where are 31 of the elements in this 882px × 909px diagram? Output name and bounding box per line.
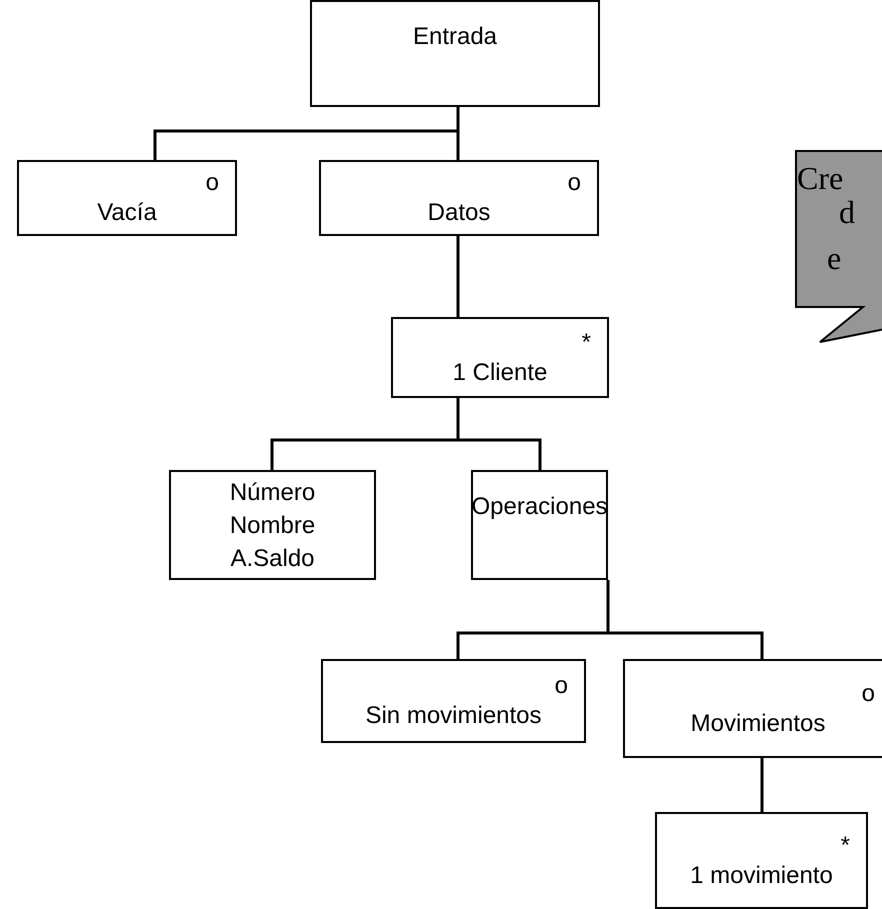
- node-label: Número: [230, 478, 316, 508]
- node-label: Entrada: [412, 22, 498, 52]
- process-box: [321, 659, 586, 743]
- process-box: [169, 470, 376, 580]
- node-label: A.Saldo: [230, 544, 315, 574]
- node-label: o: [554, 671, 569, 701]
- process-box: [319, 160, 599, 236]
- node-label: Vacía: [97, 198, 157, 228]
- connector-line: [456, 236, 460, 317]
- process-box: [310, 0, 600, 107]
- node-label: o: [568, 168, 582, 198]
- node-label: Nombre: [230, 510, 316, 540]
- node-label: *: [840, 830, 851, 860]
- process-box: [17, 160, 237, 236]
- node-label: Datos: [428, 198, 490, 228]
- node-label: *: [582, 328, 592, 358]
- process-box: [391, 317, 609, 398]
- node-label: Operaciones: [471, 492, 608, 522]
- callout-text: e: [827, 242, 842, 274]
- callout-text: d: [839, 196, 855, 228]
- connector-line: [760, 758, 764, 812]
- node-label: 1 movimiento: [690, 860, 833, 890]
- process-box: [655, 812, 868, 909]
- process-box: [623, 659, 882, 758]
- node-label: 1 Cliente: [452, 358, 548, 388]
- node-label: Sin movimientos: [365, 701, 542, 731]
- node-label: o: [862, 678, 876, 708]
- process-box: [471, 470, 608, 580]
- node-label: Movimientos: [690, 708, 826, 738]
- callout-text: Cre: [797, 162, 844, 194]
- node-label: o: [206, 168, 220, 198]
